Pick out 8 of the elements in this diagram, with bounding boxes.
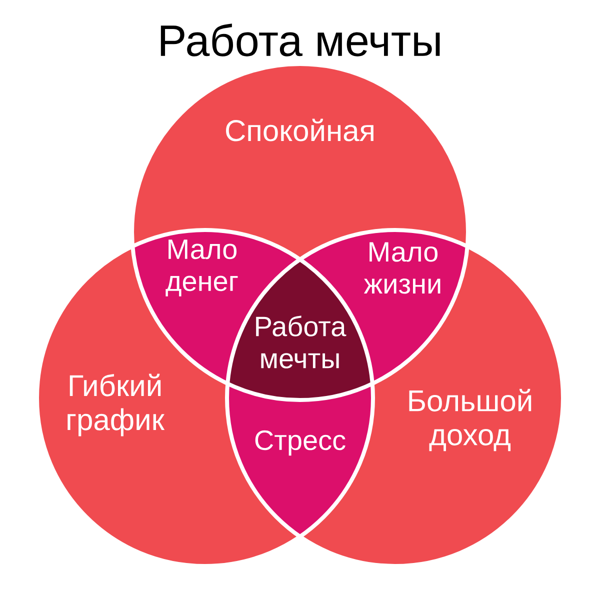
title: Работа мечты bbox=[160, 24, 440, 56]
region-label: Стресс bbox=[255, 430, 346, 456]
region-label: Большой доход bbox=[409, 388, 532, 452]
region-label: Мало жизни bbox=[364, 242, 440, 294]
region-label: Гибкий график bbox=[68, 374, 165, 436]
region-label: Работа мечты bbox=[256, 316, 346, 368]
region-label: Мало денег bbox=[166, 240, 238, 296]
region-label: Спокойная bbox=[226, 118, 374, 142]
